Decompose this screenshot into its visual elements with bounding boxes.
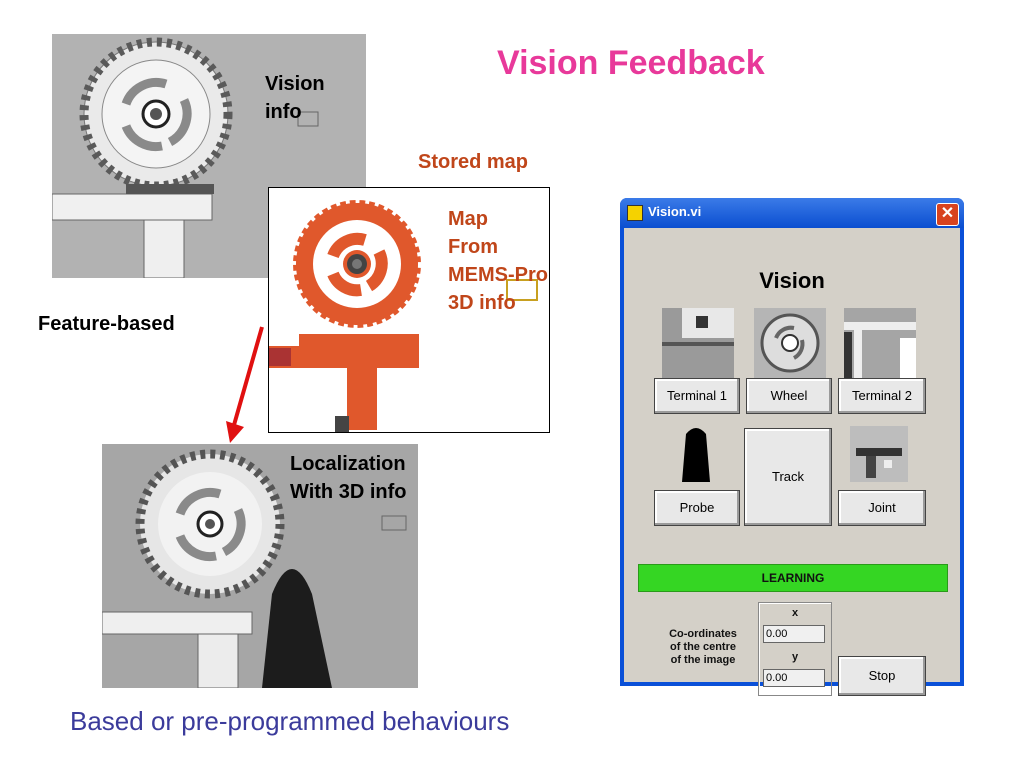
x-value-field[interactable]: 0.00 [763, 625, 825, 643]
wheel-thumbnail [754, 308, 826, 378]
vision-heading: Vision [759, 268, 825, 293]
red-arrow-icon [226, 326, 264, 443]
map-from-label: Map From MEMS-Pro 3D info [448, 205, 548, 317]
y-value-field[interactable]: 0.00 [763, 669, 825, 687]
coordinates-group: x 0.00 y 0.00 [758, 602, 832, 696]
map-from-line1: Map [448, 208, 488, 230]
coordinates-label-line1: Co-ordinates [669, 628, 737, 640]
terminal1-button[interactable]: Terminal 1 [654, 378, 740, 414]
y-label: y [791, 651, 799, 663]
vision-info-label: Vision info [265, 70, 325, 126]
terminal2-thumbnail [844, 308, 916, 378]
terminal2-button[interactable]: Terminal 2 [838, 378, 926, 414]
localization-line1: Localization [290, 453, 406, 475]
stored-map-image [268, 187, 550, 433]
map-from-line3: MEMS-Pro [448, 264, 548, 286]
close-button[interactable]: ✕ [936, 203, 959, 226]
coordinates-label-line2: of the centre [669, 641, 736, 653]
coordinates-label: Co-ordinates of the centre of the image [648, 628, 758, 667]
stop-button[interactable]: Stop [838, 656, 926, 696]
map-from-line2: From [448, 236, 498, 258]
map-from-line4: 3D info [448, 292, 516, 314]
stored-map-label: Stored map [418, 151, 529, 173]
terminal1-thumbnail [662, 308, 734, 378]
joint-button[interactable]: Joint [838, 490, 926, 526]
probe-thumbnail [676, 426, 716, 482]
status-indicator: LEARNING [638, 564, 948, 592]
track-button[interactable]: Track [744, 428, 832, 526]
localization-image [102, 444, 418, 688]
window-title: Vision.vi [648, 204, 702, 219]
gear-micrograph-image [52, 34, 366, 278]
localization-label: Localization With 3D info [290, 450, 406, 506]
vision-info-line1: Vision [265, 73, 325, 95]
joint-thumbnail [850, 426, 908, 482]
window-body: Vision Terminal 1 Wheel Terminal 2 Probe… [624, 228, 960, 696]
feature-based-label: Feature-based [38, 313, 175, 335]
window-titlebar[interactable]: Vision.vi ✕ [620, 198, 964, 228]
vision-info-line2: info [265, 101, 302, 123]
labview-icon [627, 205, 643, 221]
vision-window: Vision.vi ✕ Vision Terminal 1 Wheel Term… [620, 198, 964, 696]
x-label: x [791, 607, 799, 619]
localization-line2: With 3D info [290, 481, 407, 503]
coordinates-label-line3: of the image [670, 654, 736, 666]
footer-text: Based or pre-programmed behaviours [70, 706, 510, 736]
wheel-button[interactable]: Wheel [746, 378, 832, 414]
probe-button[interactable]: Probe [654, 490, 740, 526]
slide-title: Vision Feedback [497, 44, 765, 82]
